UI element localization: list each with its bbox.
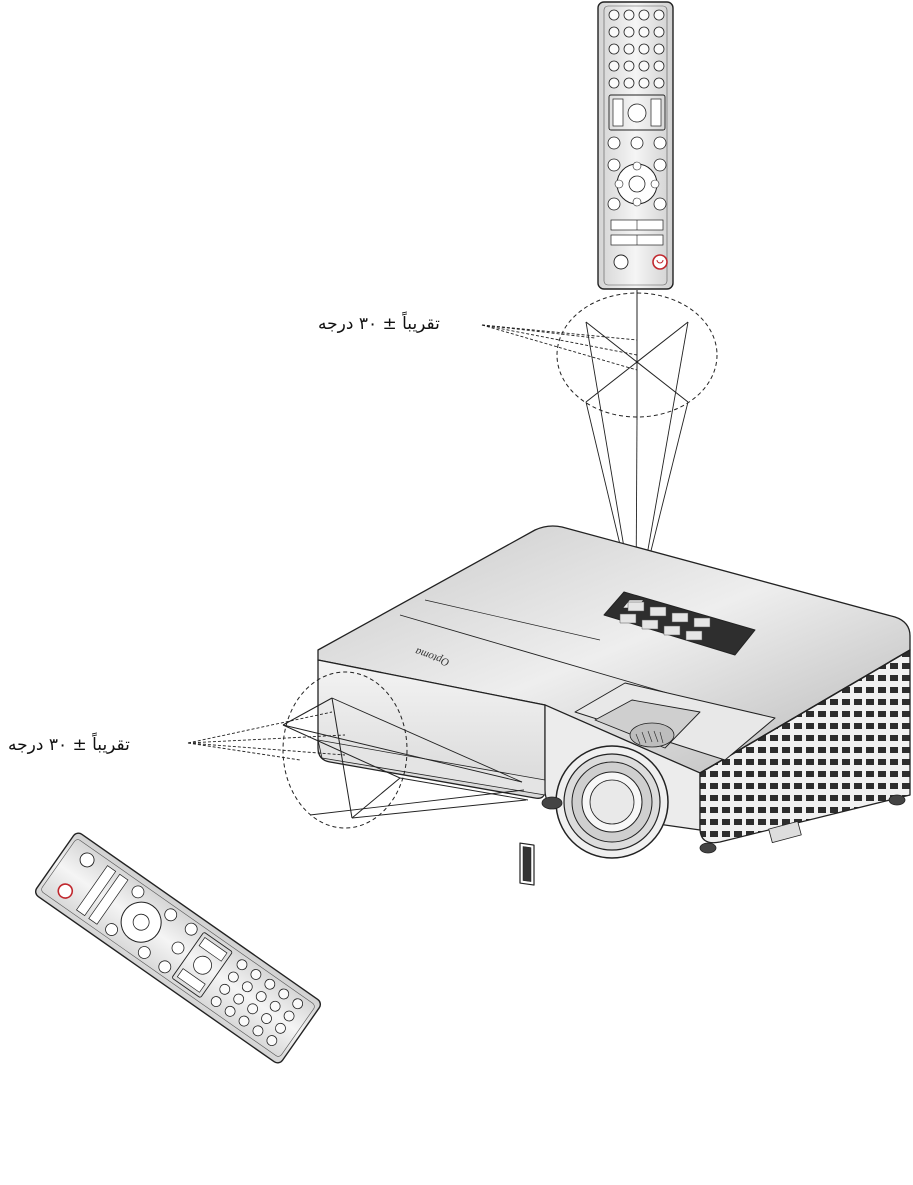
bottom-angle-label: تقريباً ± ٣٠ درجه (8, 735, 130, 755)
bottom-reception-cone (187, 671, 529, 829)
top-remote-control (597, 1, 674, 290)
top-angle-label: تقريباً ± ٣٠ درجه (318, 314, 440, 334)
projector (317, 525, 911, 886)
bottom-remote-control (34, 832, 322, 1064)
